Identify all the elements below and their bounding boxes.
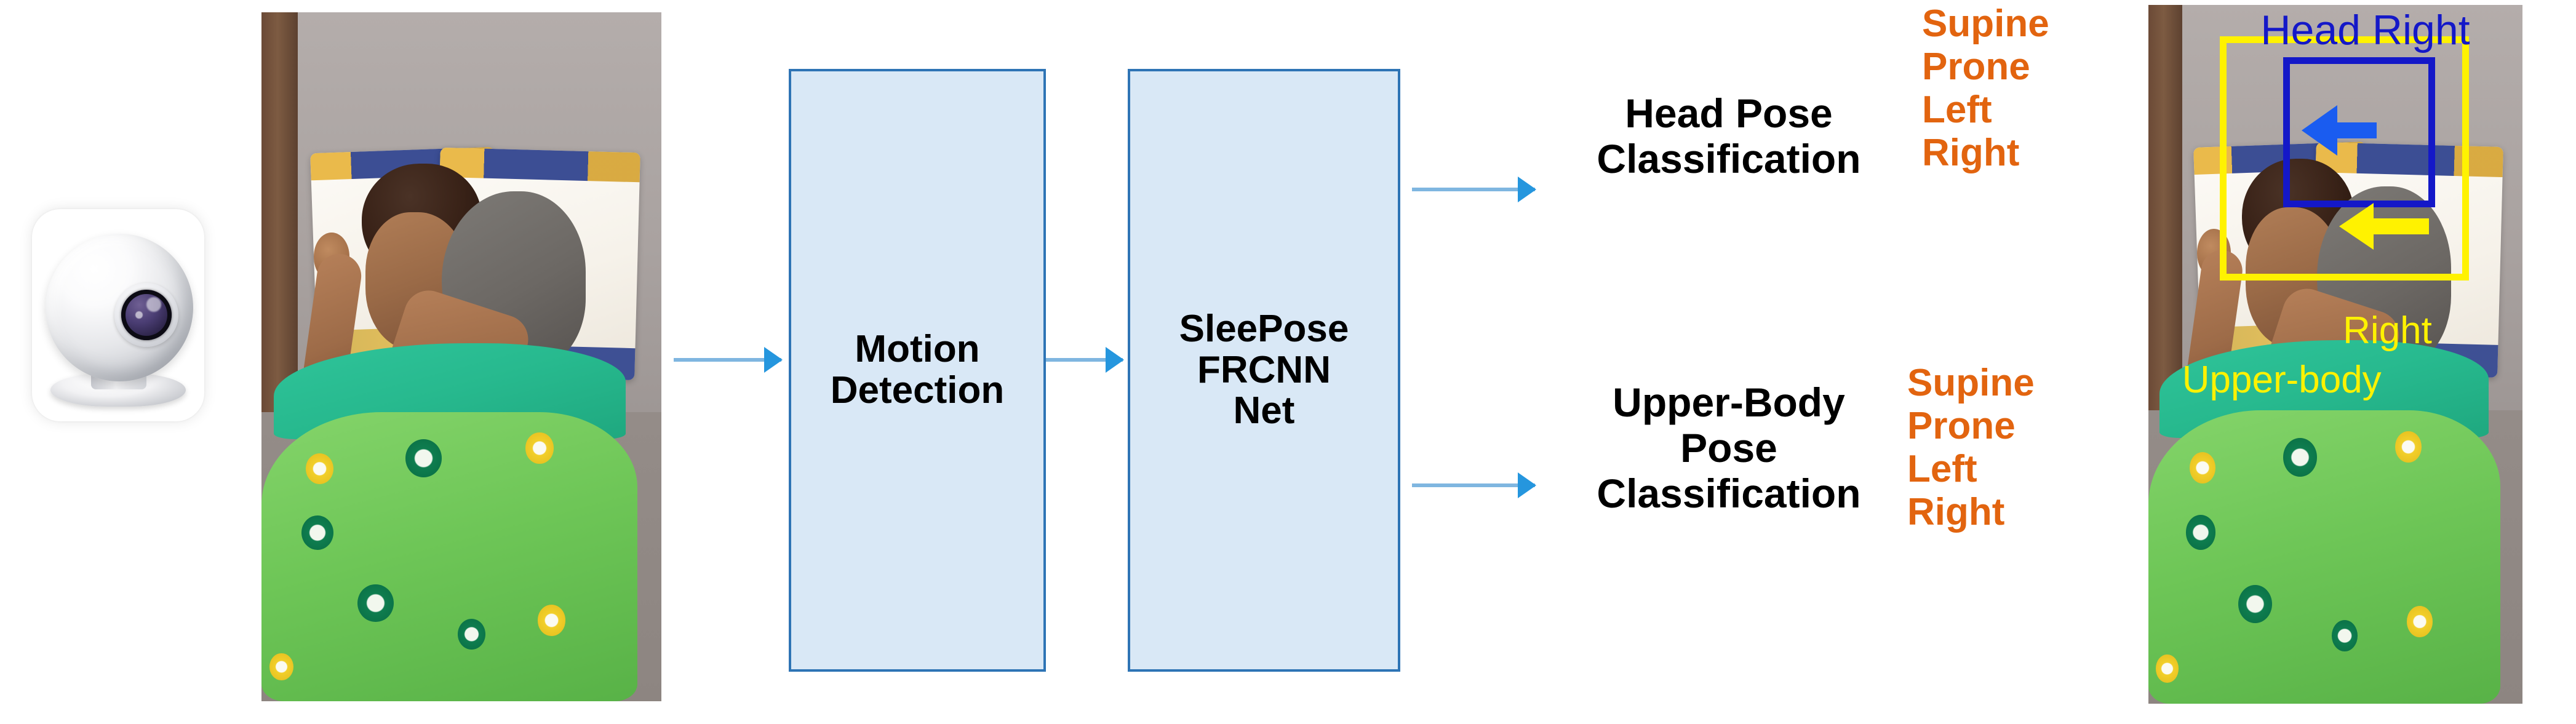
photo-blanket-flower [301, 515, 333, 550]
head-pose-class-supine: Supine [1922, 2, 2049, 45]
webcam-icon-lens-glint-small [135, 311, 143, 319]
head-pose-class-prone: Prone [1922, 46, 2030, 89]
arrow-head-icon [1518, 177, 1536, 202]
head-direction-arrow-left-icon [2302, 104, 2377, 156]
photo-blanket-flower [2331, 619, 2358, 651]
arrow-head-icon [1518, 472, 1536, 498]
upper-body-class-left: Left [1907, 448, 1977, 491]
arrow-head-icon [1106, 347, 1124, 373]
input-sleep-photo [261, 12, 661, 701]
photo-blanket-flower [305, 453, 333, 485]
photo-blanket-flower [457, 618, 485, 650]
upper-body-title-line1: Upper-Body [1613, 380, 1845, 425]
photo-blanket-flower [405, 439, 442, 477]
photo-blanket-flower [2185, 515, 2216, 551]
webcam-icon [32, 209, 204, 421]
head-pose-title-line1: Head Pose [1625, 90, 1833, 136]
sleepose-frcnn-net-box[interactable]: SleePose FRCNN Net [1128, 69, 1400, 672]
upper-body-pose-class-list: Supine Prone Left Right [1907, 362, 2035, 534]
photo-blanket-flower [2283, 438, 2317, 477]
upper-body-class-prone: Prone [1907, 405, 2016, 448]
sleepose-label-line2: FRCNN [1197, 348, 1331, 391]
upper-body-pose-classification-title: Upper-Body Pose Classification [1557, 380, 1901, 517]
upper-body-annotation-label-line2: Upper-body [2182, 358, 2382, 401]
photo-blanket-flower [2395, 431, 2422, 463]
head-pose-class-left: Left [1922, 89, 1992, 132]
connector-camera-to-motion-detection [674, 347, 783, 373]
webcam-icon-lens [121, 290, 172, 340]
upper-body-class-supine: Supine [1907, 362, 2035, 404]
head-pose-classification-title: Head Pose Classification [1563, 90, 1895, 182]
connector-sleepose-to-upper-body-pose [1412, 472, 1536, 498]
upper-body-annotation-label-line1: Right [2343, 309, 2432, 352]
photo-blanket-flower [2238, 584, 2272, 624]
photo-blanket-flower [357, 584, 394, 623]
head-pose-class-right: Right [1922, 132, 2020, 175]
head-pose-class-list: Supine Prone Left Right [1922, 2, 2049, 175]
upper-body-bounding-box[interactable] [2219, 36, 2469, 280]
head-pose-title-line2: Classification [1597, 135, 1861, 181]
photo-blanket-flower [537, 605, 565, 636]
motion-detection-box[interactable]: Motion Detection [789, 69, 1046, 672]
connector-sleepose-to-head-pose [1412, 177, 1536, 202]
photo-blanket-flower [2406, 605, 2433, 638]
arrow-shaft [2330, 122, 2377, 138]
webcam-icon-lens-glint [146, 297, 161, 312]
upper-body-title-line2: Pose [1680, 424, 1777, 471]
motion-detection-label-line1: Motion [855, 328, 980, 371]
connector-motion-detection-to-sleepose [1046, 347, 1124, 373]
arrow-head-icon [764, 347, 783, 373]
photo-blanket-flower [2189, 452, 2216, 484]
sleepose-label-line1: SleePose [1179, 307, 1349, 350]
upper-body-title-line3: Classification [1597, 470, 1861, 516]
arrow-shaft [2371, 218, 2429, 235]
arrow-head-icon [2339, 203, 2374, 250]
head-annotation-label: Head Right [2260, 7, 2470, 54]
motion-detection-label-line2: Detection [830, 369, 1005, 412]
photo-blanket-flower [2156, 654, 2179, 683]
photo-blanket-flower [525, 432, 554, 464]
annotated-result-photo: Head Right Right Upper-body [2148, 5, 2522, 704]
upper-body-direction-arrow-left-icon [2339, 202, 2429, 251]
upper-body-class-right: Right [1907, 491, 2005, 534]
sleepose-label-line3: Net [1233, 389, 1295, 432]
photo-blanket-flower [269, 653, 293, 681]
